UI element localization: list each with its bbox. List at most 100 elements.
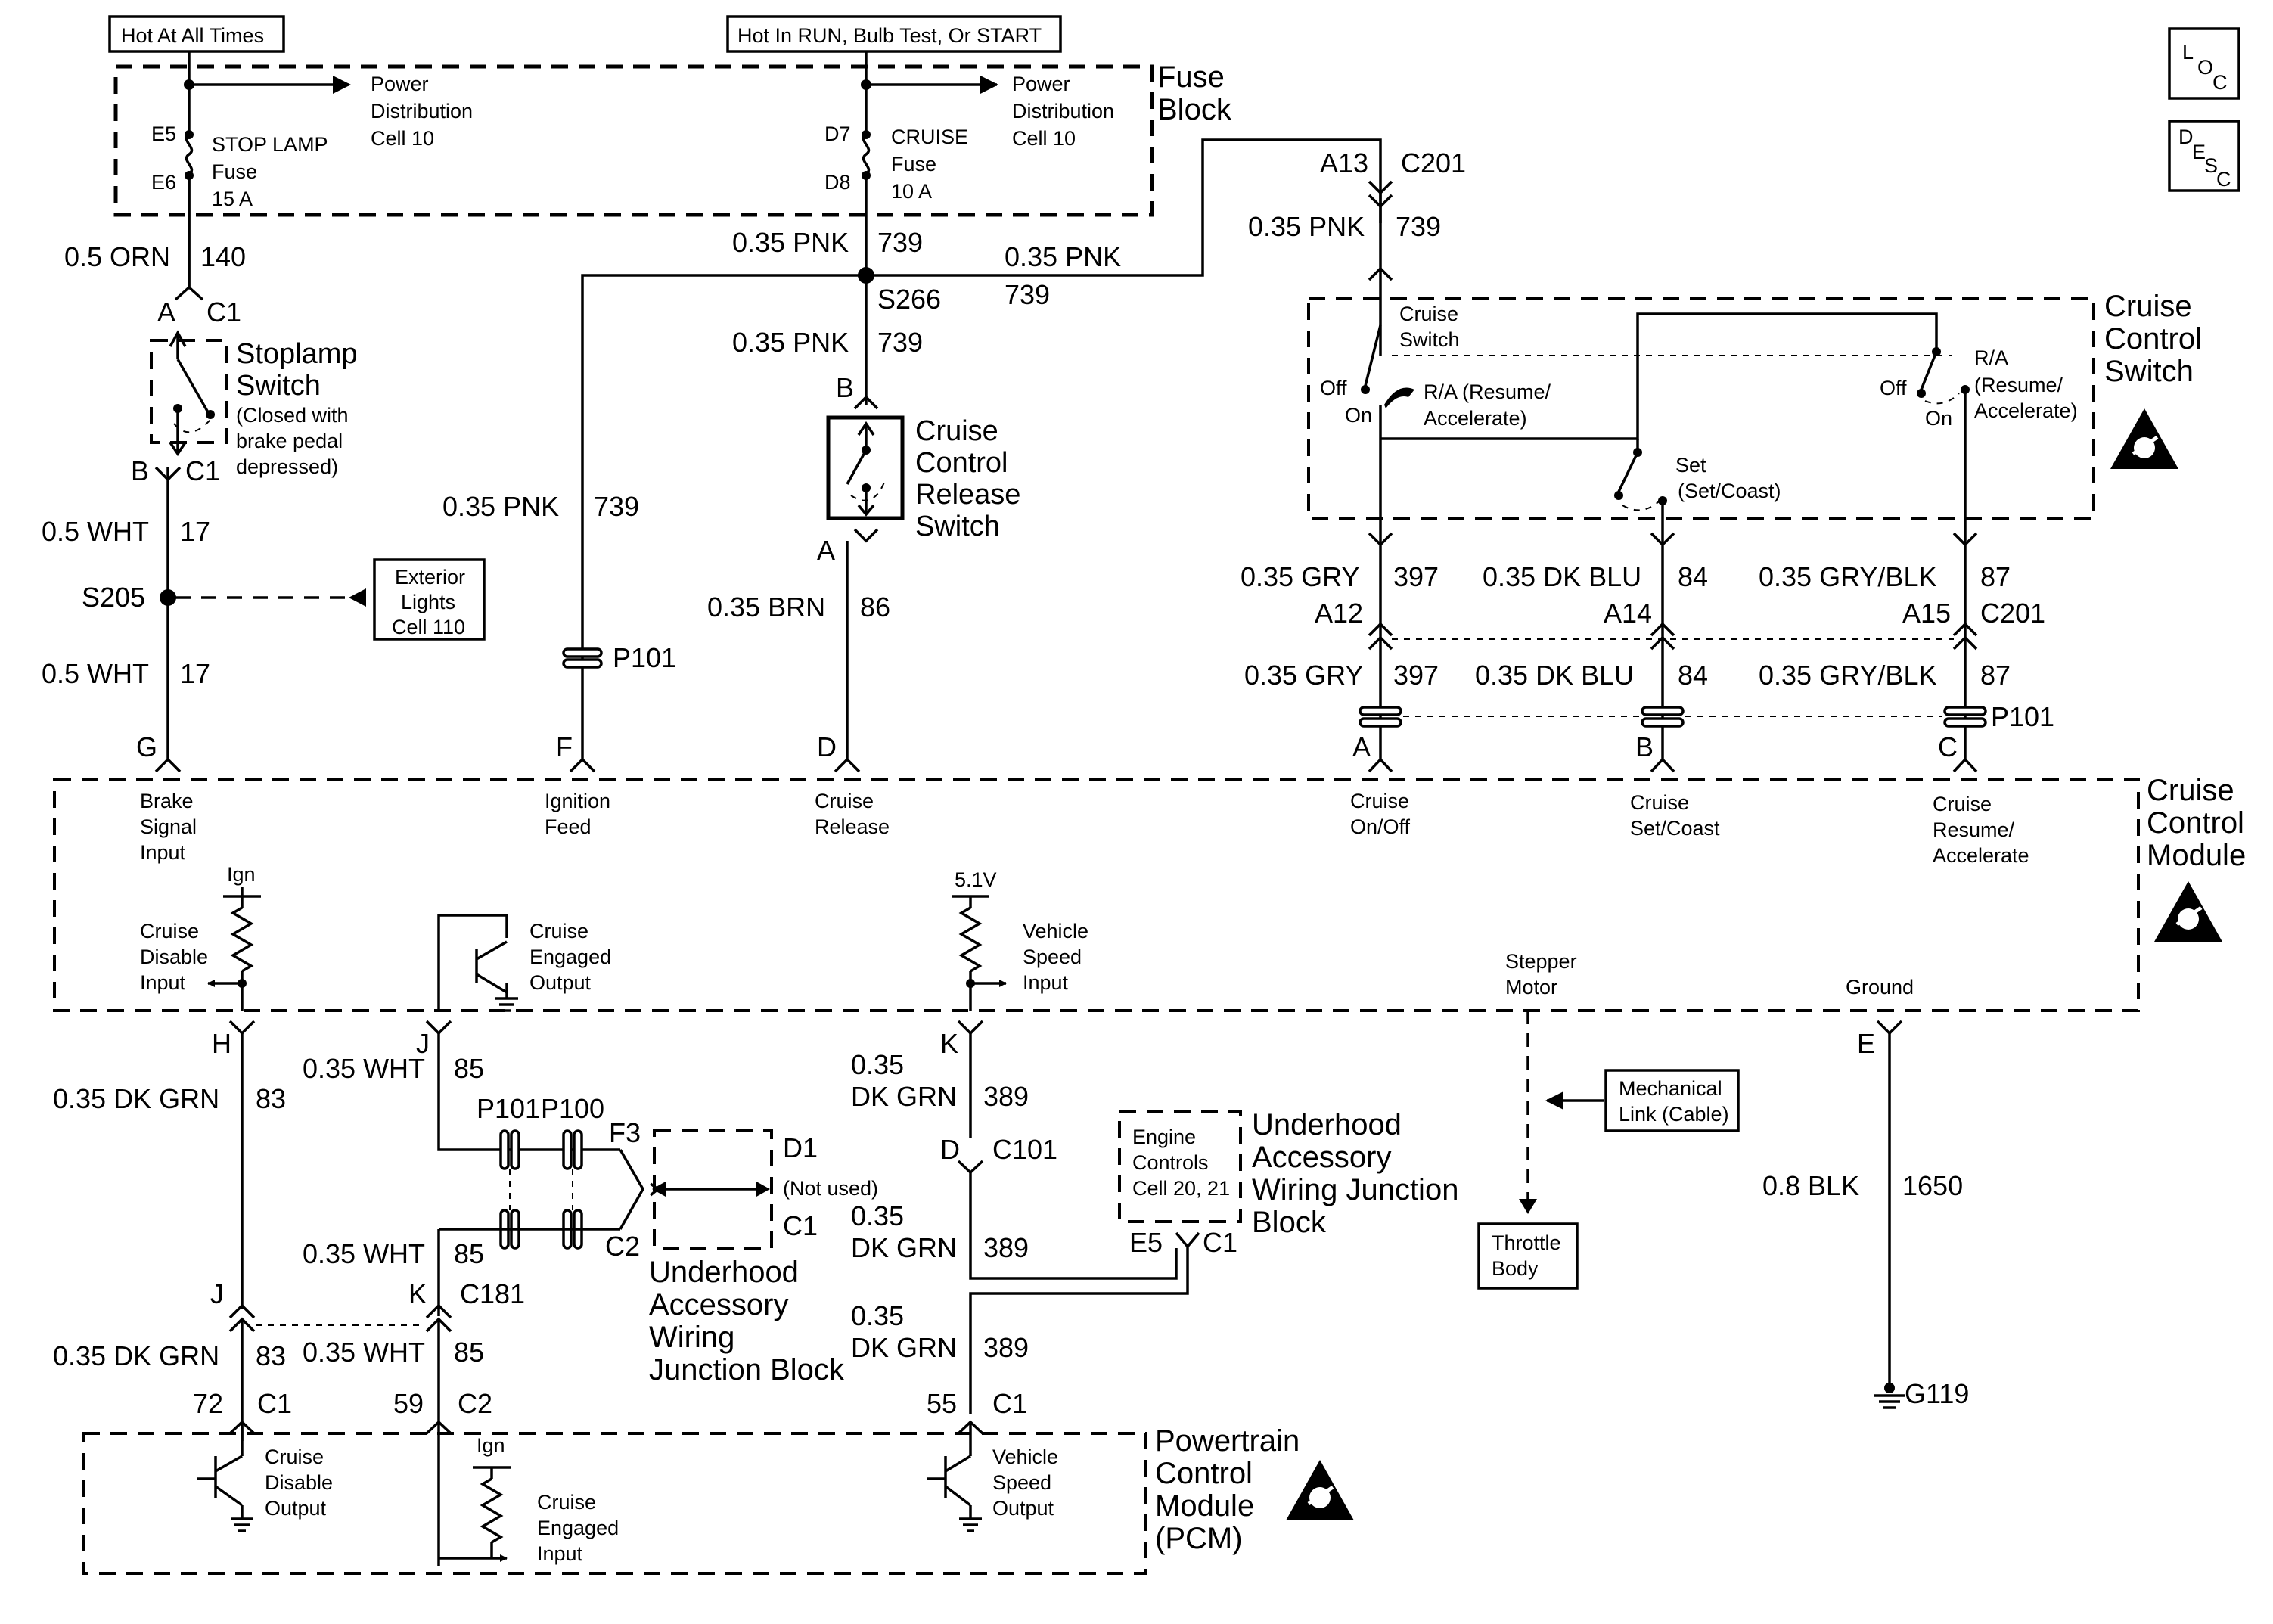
svg-text:Cruise: Cruise <box>815 790 874 812</box>
svg-text:Vehicle: Vehicle <box>992 1445 1058 1468</box>
loc-icon: L O C <box>2168 27 2240 100</box>
svg-text:Release: Release <box>815 815 890 838</box>
svg-text:Underhood: Underhood <box>649 1256 799 1289</box>
svg-text:S: S <box>2204 154 2218 177</box>
svg-text:84: 84 <box>1678 561 1708 592</box>
svg-text:0.35 GRY: 0.35 GRY <box>1244 660 1363 691</box>
svg-text:389: 389 <box>983 1081 1029 1112</box>
svg-text:Motor: Motor <box>1505 976 1557 998</box>
svg-text:Speed: Speed <box>992 1471 1051 1494</box>
svg-text:Off: Off <box>1320 377 1347 399</box>
svg-text:C201: C201 <box>1980 598 2045 629</box>
svg-text:S205: S205 <box>82 582 145 613</box>
svg-text:0.35 DK BLU: 0.35 DK BLU <box>1475 660 1634 691</box>
svg-text:Feed: Feed <box>545 815 592 838</box>
svg-text:0.5 ORN: 0.5 ORN <box>64 241 170 272</box>
svg-text:Cruise: Cruise <box>1933 793 1992 815</box>
svg-text:0.35 GRY: 0.35 GRY <box>1241 561 1359 592</box>
svg-text:Output: Output <box>992 1497 1054 1520</box>
svg-text:Engaged: Engaged <box>537 1517 619 1539</box>
svg-text:Cruise: Cruise <box>1630 791 1689 814</box>
svg-text:Mechanical: Mechanical <box>1619 1077 1722 1100</box>
svg-text:C1: C1 <box>206 297 241 328</box>
svg-text:O: O <box>2197 56 2213 79</box>
svg-text:0.35 GRY/BLK: 0.35 GRY/BLK <box>1759 561 1936 592</box>
stoplamp-circuit: 0.5 ORN 140 A C1 Stoplamp Switch (Closed… <box>42 175 486 773</box>
svg-text:K: K <box>408 1278 427 1309</box>
svg-text:0.35 PNK: 0.35 PNK <box>732 227 849 258</box>
svg-text:0.35 WHT: 0.35 WHT <box>303 1337 425 1368</box>
svg-text:87: 87 <box>1980 660 2011 691</box>
svg-text:E5: E5 <box>151 123 176 145</box>
svg-text:Block: Block <box>1252 1206 1327 1239</box>
svg-text:Cruise: Cruise <box>529 920 588 942</box>
svg-text:15 A: 15 A <box>212 188 253 210</box>
svg-text:0.8 BLK: 0.8 BLK <box>1762 1170 1859 1201</box>
svg-text:J: J <box>210 1278 224 1309</box>
svg-text:Cell 110: Cell 110 <box>392 616 465 638</box>
svg-text:Switch: Switch <box>915 511 1000 542</box>
svg-text:C101: C101 <box>992 1134 1057 1165</box>
svg-text:Underhood: Underhood <box>1252 1108 1402 1141</box>
svg-text:E5: E5 <box>1129 1227 1163 1258</box>
ccs-output-wires: 0.35 GRY 397 0.35 DK BLU 84 0.35 GRY/BLK… <box>1241 532 2054 773</box>
svg-text:Ign: Ign <box>227 863 256 886</box>
svg-text:55: 55 <box>927 1388 957 1419</box>
svg-text:Cruise: Cruise <box>265 1445 324 1468</box>
svg-text:(Set/Coast): (Set/Coast) <box>1678 480 1781 502</box>
svg-text:(PCM): (PCM) <box>1155 1522 1243 1555</box>
svg-text:D: D <box>2178 126 2194 148</box>
svg-text:140: 140 <box>200 241 246 272</box>
svg-text:A: A <box>1352 731 1371 762</box>
svg-text:Input: Input <box>140 971 186 994</box>
svg-text:Ign: Ign <box>477 1434 505 1457</box>
svg-text:Wiring: Wiring <box>649 1321 734 1354</box>
powertrain-control-module: Powertrain Control Module (PCM) Cruise D… <box>82 1420 1354 1575</box>
svg-text:1650: 1650 <box>1902 1170 1963 1201</box>
svg-text:Exterior: Exterior <box>395 566 465 588</box>
svg-text:K: K <box>940 1028 958 1059</box>
svg-text:B: B <box>836 372 854 403</box>
svg-text:F: F <box>556 731 573 762</box>
cruise-control-release-switch: Cruise Control Release Switch A 0.35 BRN… <box>707 415 1020 773</box>
svg-text:Signal: Signal <box>140 815 197 838</box>
svg-text:Input: Input <box>537 1542 583 1565</box>
svg-text:B: B <box>1635 731 1654 762</box>
svg-text:Brake: Brake <box>140 790 194 812</box>
svg-text:Set/Coast: Set/Coast <box>1630 817 1720 840</box>
svg-text:Distribution: Distribution <box>1012 100 1114 123</box>
svg-text:R/A (Resume/: R/A (Resume/ <box>1424 380 1551 403</box>
svg-text:Switch: Switch <box>2104 355 2194 388</box>
svg-text:0.35 PNK: 0.35 PNK <box>732 327 849 358</box>
transistor-icon <box>214 1455 244 1507</box>
svg-text:D: D <box>817 731 837 762</box>
svg-text:P100: P100 <box>541 1093 604 1124</box>
resistor-icon <box>230 906 254 973</box>
svg-text:Cruise: Cruise <box>915 415 998 447</box>
svg-text:5.1V: 5.1V <box>955 868 997 891</box>
svg-text:Fuse: Fuse <box>1157 61 1225 94</box>
svg-text:Disable: Disable <box>265 1471 333 1494</box>
svg-text:R/A: R/A <box>1974 346 2008 369</box>
svg-text:On: On <box>1345 404 1372 427</box>
svg-text:72: 72 <box>193 1388 223 1419</box>
svg-text:STOP LAMP: STOP LAMP <box>212 133 328 156</box>
svg-text:739: 739 <box>594 491 639 522</box>
svg-text:P101: P101 <box>1991 701 2054 732</box>
svg-text:85: 85 <box>454 1238 484 1269</box>
svg-text:Link (Cable): Link (Cable) <box>1619 1103 1729 1126</box>
svg-text:Fuse: Fuse <box>891 153 936 175</box>
svg-text:A15: A15 <box>1902 598 1951 629</box>
svg-text:DK GRN: DK GRN <box>851 1232 957 1263</box>
svg-text:Cruise: Cruise <box>537 1491 596 1514</box>
svg-text:Release: Release <box>915 479 1020 511</box>
svg-text:Cell 10: Cell 10 <box>371 127 434 150</box>
svg-text:P101: P101 <box>613 642 676 673</box>
ccm-lower-wiring: H 0.35 DK GRN 83 J 0.35 DK GRN 83 72 C1 … <box>53 1011 1969 1566</box>
svg-text:0.35 BRN: 0.35 BRN <box>707 592 825 623</box>
svg-text:Controls: Controls <box>1132 1151 1209 1174</box>
svg-text:A12: A12 <box>1315 598 1363 629</box>
svg-text:739: 739 <box>1396 211 1441 242</box>
svg-text:C: C <box>2212 71 2228 94</box>
esd-sensitive-icon <box>2110 408 2178 469</box>
